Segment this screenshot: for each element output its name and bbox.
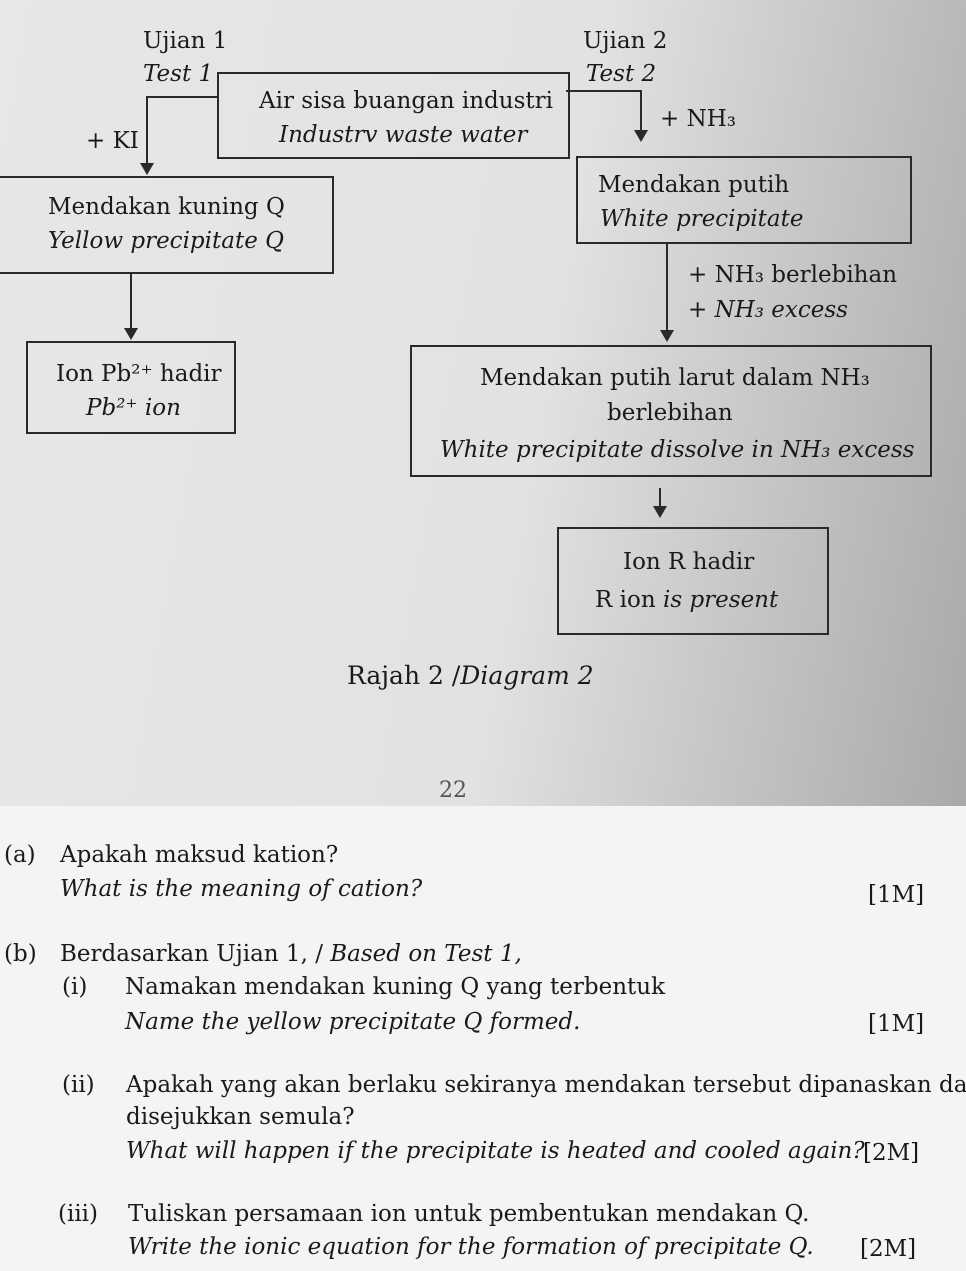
question-a-ms: Apakah maksud kation? xyxy=(60,842,339,868)
arrow-down-icon xyxy=(140,163,154,175)
question-biii-marks: [2M] xyxy=(860,1236,917,1262)
arrow-down-icon xyxy=(124,328,138,340)
dissolve-label-en: White precipitate dissolve in NH₃ excess xyxy=(440,437,915,463)
r-ion-box: Ion R hadir R ion is present xyxy=(557,527,829,635)
white-precipitate-box: Mendakan putih White precipitate xyxy=(576,156,912,244)
question-bi-en: Name the yellow precipitate Q formed. xyxy=(125,1009,581,1035)
r-label-en-suffix: is present xyxy=(662,587,779,613)
arrow-down-icon xyxy=(634,130,648,142)
caption-en: Diagram 2 xyxy=(460,661,594,690)
arrow-white-to-dissolve xyxy=(666,242,668,332)
pb-ion-box: Ion Pb²⁺ hadir Pb²⁺ ion xyxy=(26,341,236,434)
source-box: Air sisa buangan industri Industrv waste… xyxy=(217,72,570,159)
connector-right-v xyxy=(640,90,642,132)
connector-left-h xyxy=(146,96,218,98)
dissolve-label-ms1: Mendakan putih larut dalam NH₃ xyxy=(480,365,870,391)
question-bii-ms2: disejukkan semula? xyxy=(126,1104,355,1130)
diagram-area: Ujian 1 Test 1 Ujian 2 Test 2 Air sisa b… xyxy=(0,0,966,806)
pb-label-ms: Ion Pb²⁺ hadir xyxy=(56,361,222,387)
caption-ms: Rajah 2 / xyxy=(347,661,461,690)
excess-label-en: + NH₃ excess xyxy=(688,297,848,323)
arrow-down-icon xyxy=(660,330,674,342)
test1-label-ms: Ujian 1 xyxy=(143,28,228,54)
question-bi-label: (i) xyxy=(62,974,88,1000)
questions-area: (a) Apakah maksud kation? What is the me… xyxy=(0,806,966,1271)
diagram-caption: Rajah 2 /Diagram 2 xyxy=(347,661,594,691)
yellow-label-ms: Mendakan kuning Q xyxy=(48,194,285,220)
test1-label-en: Test 1 xyxy=(143,61,214,87)
question-bii-en: What will happen if the precipitate is h… xyxy=(126,1138,865,1164)
connector-right-h xyxy=(566,90,642,92)
question-a-label: (a) xyxy=(4,842,36,868)
question-b-en: Based on Test 1, xyxy=(330,941,522,967)
white-label-en: White precipitate xyxy=(600,206,804,232)
yellow-label-en: Yellow precipitate Q xyxy=(48,228,284,254)
question-bii-ms1: Apakah yang akan berlaku sekiranya menda… xyxy=(126,1072,966,1098)
source-label-en: Industrv waste water xyxy=(279,122,528,148)
question-b-ms: Berdasarkan Ujian 1, / xyxy=(60,941,323,967)
question-biii-en: Write the ionic equation for the formati… xyxy=(128,1234,814,1260)
test2-label-ms: Ujian 2 xyxy=(583,28,668,54)
page-number: 22 xyxy=(439,778,467,803)
question-bi-ms: Namakan mendakan kuning Q yang terbentuk xyxy=(125,974,666,1000)
question-bii-label: (ii) xyxy=(62,1072,95,1098)
pb-label-en: Pb²⁺ ion xyxy=(86,395,181,421)
arrow-dissolve-to-r xyxy=(659,488,661,508)
reagent-ki-label: + KI xyxy=(86,128,139,154)
question-biii-label: (iii) xyxy=(58,1201,99,1227)
white-label-ms: Mendakan putih xyxy=(598,172,790,198)
question-b-label: (b) xyxy=(4,941,37,967)
question-bi-marks: [1M] xyxy=(868,1011,925,1037)
source-label-ms: Air sisa buangan industri xyxy=(259,88,553,114)
r-label-en-prefix: R ion xyxy=(595,587,656,613)
yellow-precipitate-box: Mendakan kuning Q Yellow precipitate Q xyxy=(0,176,334,274)
question-a-marks: [1M] xyxy=(868,882,925,908)
test2-label-en: Test 2 xyxy=(586,61,657,87)
dissolve-box: Mendakan putih larut dalam NH₃ berlebiha… xyxy=(410,345,932,477)
question-a-en: What is the meaning of cation? xyxy=(60,876,423,902)
connector-left-v xyxy=(146,96,148,164)
arrow-yellow-to-pb xyxy=(130,272,132,330)
r-label-ms: Ion R hadir xyxy=(623,549,755,575)
question-biii-ms: Tuliskan persamaan ion untuk pembentukan… xyxy=(128,1201,810,1227)
dissolve-label-ms2: berlebihan xyxy=(607,400,733,426)
reagent-nh3-label: + NH₃ xyxy=(660,106,736,132)
arrow-down-icon xyxy=(653,506,667,518)
excess-label-ms: + NH₃ berlebihan xyxy=(688,262,898,288)
question-bii-marks: [2M] xyxy=(863,1140,920,1166)
